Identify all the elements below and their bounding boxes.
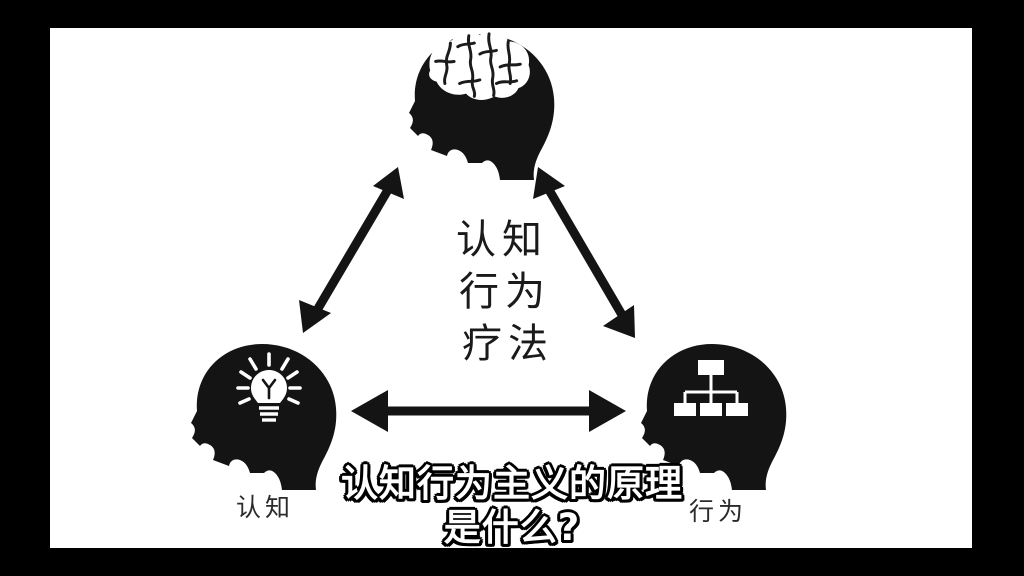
node-bottom-right-head-with-orgchart	[641, 344, 787, 490]
head-silhouette-bottom-left	[191, 344, 337, 490]
node-bottom-left-head-with-lightbulb	[191, 344, 337, 490]
head-silhouette-bottom-right	[641, 344, 787, 490]
node-top-head-with-brain	[409, 29, 555, 180]
caption-line-2: 是什么?	[443, 506, 581, 549]
arrowhead-up-left	[533, 167, 565, 199]
arrowhead-down-left	[299, 300, 331, 333]
video-caption: 认知行为主义的原理 是什么?	[0, 462, 1024, 550]
arrowhead-right	[589, 390, 626, 432]
node-label-behavior: 行为	[688, 497, 747, 526]
center-title-line-3: 疗法	[462, 321, 554, 367]
arrowhead-left	[351, 390, 388, 432]
connector-bottom-edge	[351, 390, 626, 432]
arrowhead-down-right	[603, 305, 635, 338]
arrowhead-up-right	[373, 167, 404, 199]
center-title: 认知 行为 疗法	[412, 214, 592, 370]
caption-line-1: 认知行为主义的原理	[341, 462, 683, 505]
center-title-line-1: 认知	[456, 217, 548, 263]
connector-right-edge	[533, 167, 635, 338]
brain-icon	[427, 29, 532, 102]
orgchart-icon	[674, 360, 748, 416]
center-title-line-2: 行为	[459, 269, 551, 315]
node-label-cognition: 认知	[235, 493, 294, 522]
connector-left-edge	[299, 167, 404, 333]
lightbulb-icon	[236, 352, 302, 422]
